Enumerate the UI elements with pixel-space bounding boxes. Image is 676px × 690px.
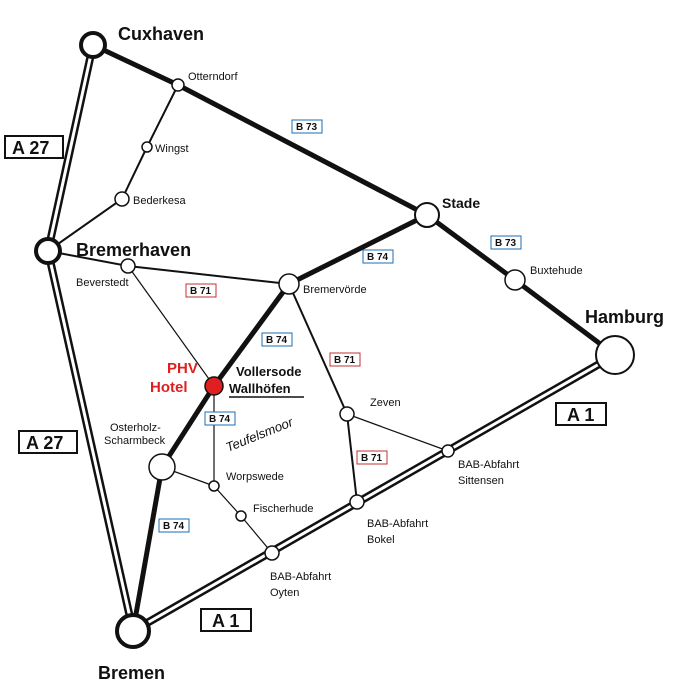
- autobahn-a27: [44, 44, 137, 632]
- node-bederkesa: [114, 191, 130, 207]
- label-sittensen-1: BAB-Abfahrt: [458, 459, 519, 471]
- shield-b73-top: B 73: [291, 119, 323, 134]
- label-oyten-2: Oyten: [270, 587, 299, 599]
- svg-text:A 1: A 1: [567, 405, 594, 425]
- svg-text:B 71: B 71: [334, 355, 356, 366]
- shield-a27-top: A 27: [4, 135, 64, 159]
- autobahn-a1: [131, 351, 617, 635]
- label-otterndorf: Otterndorf: [188, 71, 238, 83]
- label-stade: Stade: [442, 195, 480, 211]
- hotel-label-line2: Hotel: [150, 379, 188, 396]
- node-zeven: [339, 406, 355, 422]
- label-worpswede: Worpswede: [226, 471, 284, 483]
- shield-a1-right: A 1: [555, 402, 607, 426]
- node-oyten: [264, 545, 280, 561]
- svg-text:B 71: B 71: [190, 286, 212, 297]
- node-hamburg: [595, 335, 635, 375]
- node-bremen: [115, 613, 151, 649]
- label-buxtehude: Buxtehude: [530, 265, 583, 277]
- shield-b74-bottom: B 74: [158, 518, 190, 533]
- svg-text:B 73: B 73: [495, 238, 517, 249]
- label-osterholz-1: Osterholz-: [110, 422, 161, 434]
- label-osterholz-2: Scharmbeck: [104, 435, 166, 447]
- label-bremen: Bremen: [98, 663, 165, 683]
- node-bremervoerde: [278, 273, 300, 295]
- svg-text:B 73: B 73: [296, 122, 318, 133]
- shield-a1-bottom: A 1: [200, 608, 252, 632]
- shield-b74-lower: B 74: [204, 411, 236, 426]
- node-stade: [414, 202, 440, 228]
- shield-b71-left: B 71: [185, 283, 217, 298]
- svg-text:B 74: B 74: [209, 414, 231, 425]
- shield-b74-middle: B 74: [261, 332, 293, 347]
- node-worpswede: [208, 480, 220, 492]
- label-beverstedt: Beverstedt: [76, 277, 129, 289]
- node-fischerhude: [235, 510, 247, 522]
- label-zeven: Zeven: [370, 397, 401, 409]
- node-cuxhaven: [79, 31, 107, 59]
- node-sittensen: [441, 444, 455, 458]
- label-fischerhude: Fischerhude: [253, 503, 314, 515]
- label-bokel-2: Bokel: [367, 534, 395, 546]
- label-wingst: Wingst: [155, 143, 189, 155]
- label-bokel-1: BAB-Abfahrt: [367, 518, 428, 530]
- city-nodes: [34, 31, 635, 649]
- label-bederkesa: Bederkesa: [133, 195, 186, 207]
- svg-text:B 74: B 74: [163, 521, 185, 532]
- shield-b73-right: B 73: [490, 235, 522, 250]
- shield-b71-lower: B 71: [356, 450, 388, 465]
- label-cuxhaven: Cuxhaven: [118, 24, 204, 44]
- label-bremervoerde: Bremervörde: [303, 284, 367, 296]
- label-oyten-1: BAB-Abfahrt: [270, 571, 331, 583]
- node-beverstedt: [120, 258, 136, 274]
- node-otterndorf: [171, 78, 185, 92]
- label-hamburg: Hamburg: [585, 307, 664, 327]
- hotel-marker: [204, 376, 224, 396]
- label-bremerhaven: Bremerhaven: [76, 240, 191, 260]
- svg-text:B 74: B 74: [266, 335, 288, 346]
- node-buxtehude: [504, 269, 526, 291]
- shield-b71-middle: B 71: [329, 352, 361, 367]
- label-sittensen-2: Sittensen: [458, 475, 504, 487]
- shield-a27-bottom: A 27: [18, 430, 78, 454]
- svg-text:A 27: A 27: [26, 433, 63, 453]
- shield-b74-top: B 74: [362, 249, 394, 264]
- svg-text:B 71: B 71: [361, 453, 383, 464]
- svg-text:B 74: B 74: [367, 252, 389, 263]
- hotel-label-line1: PHV: [167, 360, 198, 377]
- node-bokel: [349, 494, 365, 510]
- hotel-place-line2: Wallhöfen: [229, 381, 291, 396]
- node-wingst: [141, 141, 153, 153]
- svg-text:A 1: A 1: [212, 611, 239, 631]
- node-bremerhaven: [34, 237, 62, 265]
- hotel-place-line1: Vollersode: [236, 364, 302, 379]
- svg-text:A 27: A 27: [12, 138, 49, 158]
- node-osterholz: [148, 453, 176, 481]
